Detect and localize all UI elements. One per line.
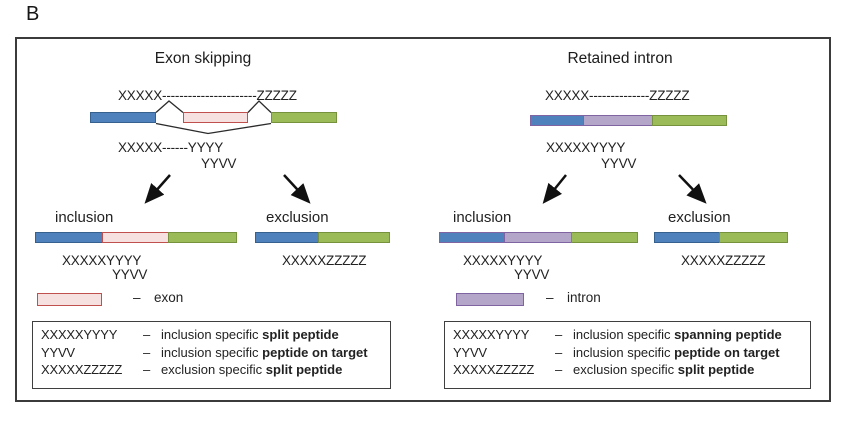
key-dash: – [143, 362, 151, 378]
peptide-key-box-exon-skipping: XXXXXYYYY – inclusion specific split pep… [32, 321, 391, 389]
inclusion-peptide-right: XXXXXYYYY [463, 253, 543, 268]
exon-legend-label: exon [154, 290, 184, 305]
retained-intron-intron-bar [583, 115, 653, 126]
inclusion-label-left: inclusion [55, 209, 114, 226]
key-term: XXXXXYYYY [453, 327, 530, 342]
inclusion-isoform-blue-left [35, 232, 103, 243]
figure-border-box [15, 37, 831, 402]
key-term: XXXXXZZZZZ [41, 362, 123, 378]
exclusion-label-left: exclusion [266, 209, 329, 226]
exclusion-label-right: exclusion [668, 209, 731, 226]
key-desc: inclusion specific spanning peptide [573, 327, 782, 342]
key-desc: exclusion specific split peptide [573, 362, 755, 378]
intron-legend-label: intron [567, 290, 601, 305]
key-desc: inclusion specific peptide on target [161, 344, 368, 360]
inclusion-peptide-left: XXXXXYYYY [62, 253, 142, 268]
inclusion-peptide-2-right: YYVV [514, 267, 550, 282]
inclusion-isoform-exon-left [102, 232, 169, 243]
key-term: YYVV [453, 344, 487, 360]
exon-skipping-alternative-exon-bar [183, 112, 248, 123]
key-term: XXXXXZZZZZ [453, 362, 535, 378]
junction-peptide-exon-skipping: XXXXX------YYYY [118, 140, 224, 155]
exclusion-peptide-right: XXXXXZZZZZ [681, 253, 766, 268]
exon-legend-chip [37, 293, 102, 306]
junction-peptide-2-exon-skipping: YYVV [201, 156, 237, 171]
key-term: YYVV [41, 344, 75, 360]
figure-label: B [26, 3, 40, 25]
exon-skipping-downstream-exon-bar [271, 112, 337, 123]
inclusion-isoform-intron-right [504, 232, 572, 243]
junction-peptide-2-retained-intron: YYVV [601, 156, 637, 171]
retained-intron-upstream-exon-bar [530, 115, 584, 126]
transcript-peptide-retained-intron: XXXXX--------------ZZZZZ [545, 88, 690, 103]
key-desc: exclusion specific split peptide [161, 362, 343, 378]
key-term: XXXXXYYYY [41, 327, 118, 342]
exclusion-peptide-left: XXXXXZZZZZ [282, 253, 367, 268]
key-dash: – [143, 344, 151, 360]
intron-legend-dash: – [546, 290, 554, 305]
exon-skipping-upstream-exon-bar [90, 112, 156, 123]
transcript-peptide-exon-skipping: XXXXX----------------------ZZZZZ [118, 88, 297, 103]
inclusion-label-right: inclusion [453, 209, 512, 226]
panel-title-exon-skipping: Exon skipping [154, 50, 252, 67]
inclusion-isoform-blue-right [439, 232, 505, 243]
key-dash: – [555, 344, 563, 360]
exclusion-isoform-blue-left [255, 232, 319, 243]
panel-title-retained-intron: Retained intron [567, 50, 673, 67]
inclusion-peptide-2-left: YYVV [112, 267, 148, 282]
inclusion-isoform-green-left [168, 232, 237, 243]
exon-legend-dash: – [133, 290, 141, 305]
exclusion-isoform-blue-right [654, 232, 720, 243]
key-desc: inclusion specific peptide on target [573, 344, 780, 360]
exclusion-isoform-green-right [719, 232, 788, 243]
inclusion-isoform-green-right [571, 232, 638, 243]
key-dash: – [555, 327, 563, 342]
key-dash: – [555, 362, 563, 378]
key-desc: inclusion specific split peptide [161, 327, 339, 342]
key-dash: – [143, 327, 151, 342]
intron-legend-chip [456, 293, 524, 306]
junction-peptide-retained-intron: XXXXXYYYY [546, 140, 626, 155]
peptide-key-box-retained-intron: XXXXXYYYY – inclusion specific spanning … [444, 321, 811, 389]
retained-intron-downstream-exon-bar [652, 115, 727, 126]
exclusion-isoform-green-left [318, 232, 390, 243]
